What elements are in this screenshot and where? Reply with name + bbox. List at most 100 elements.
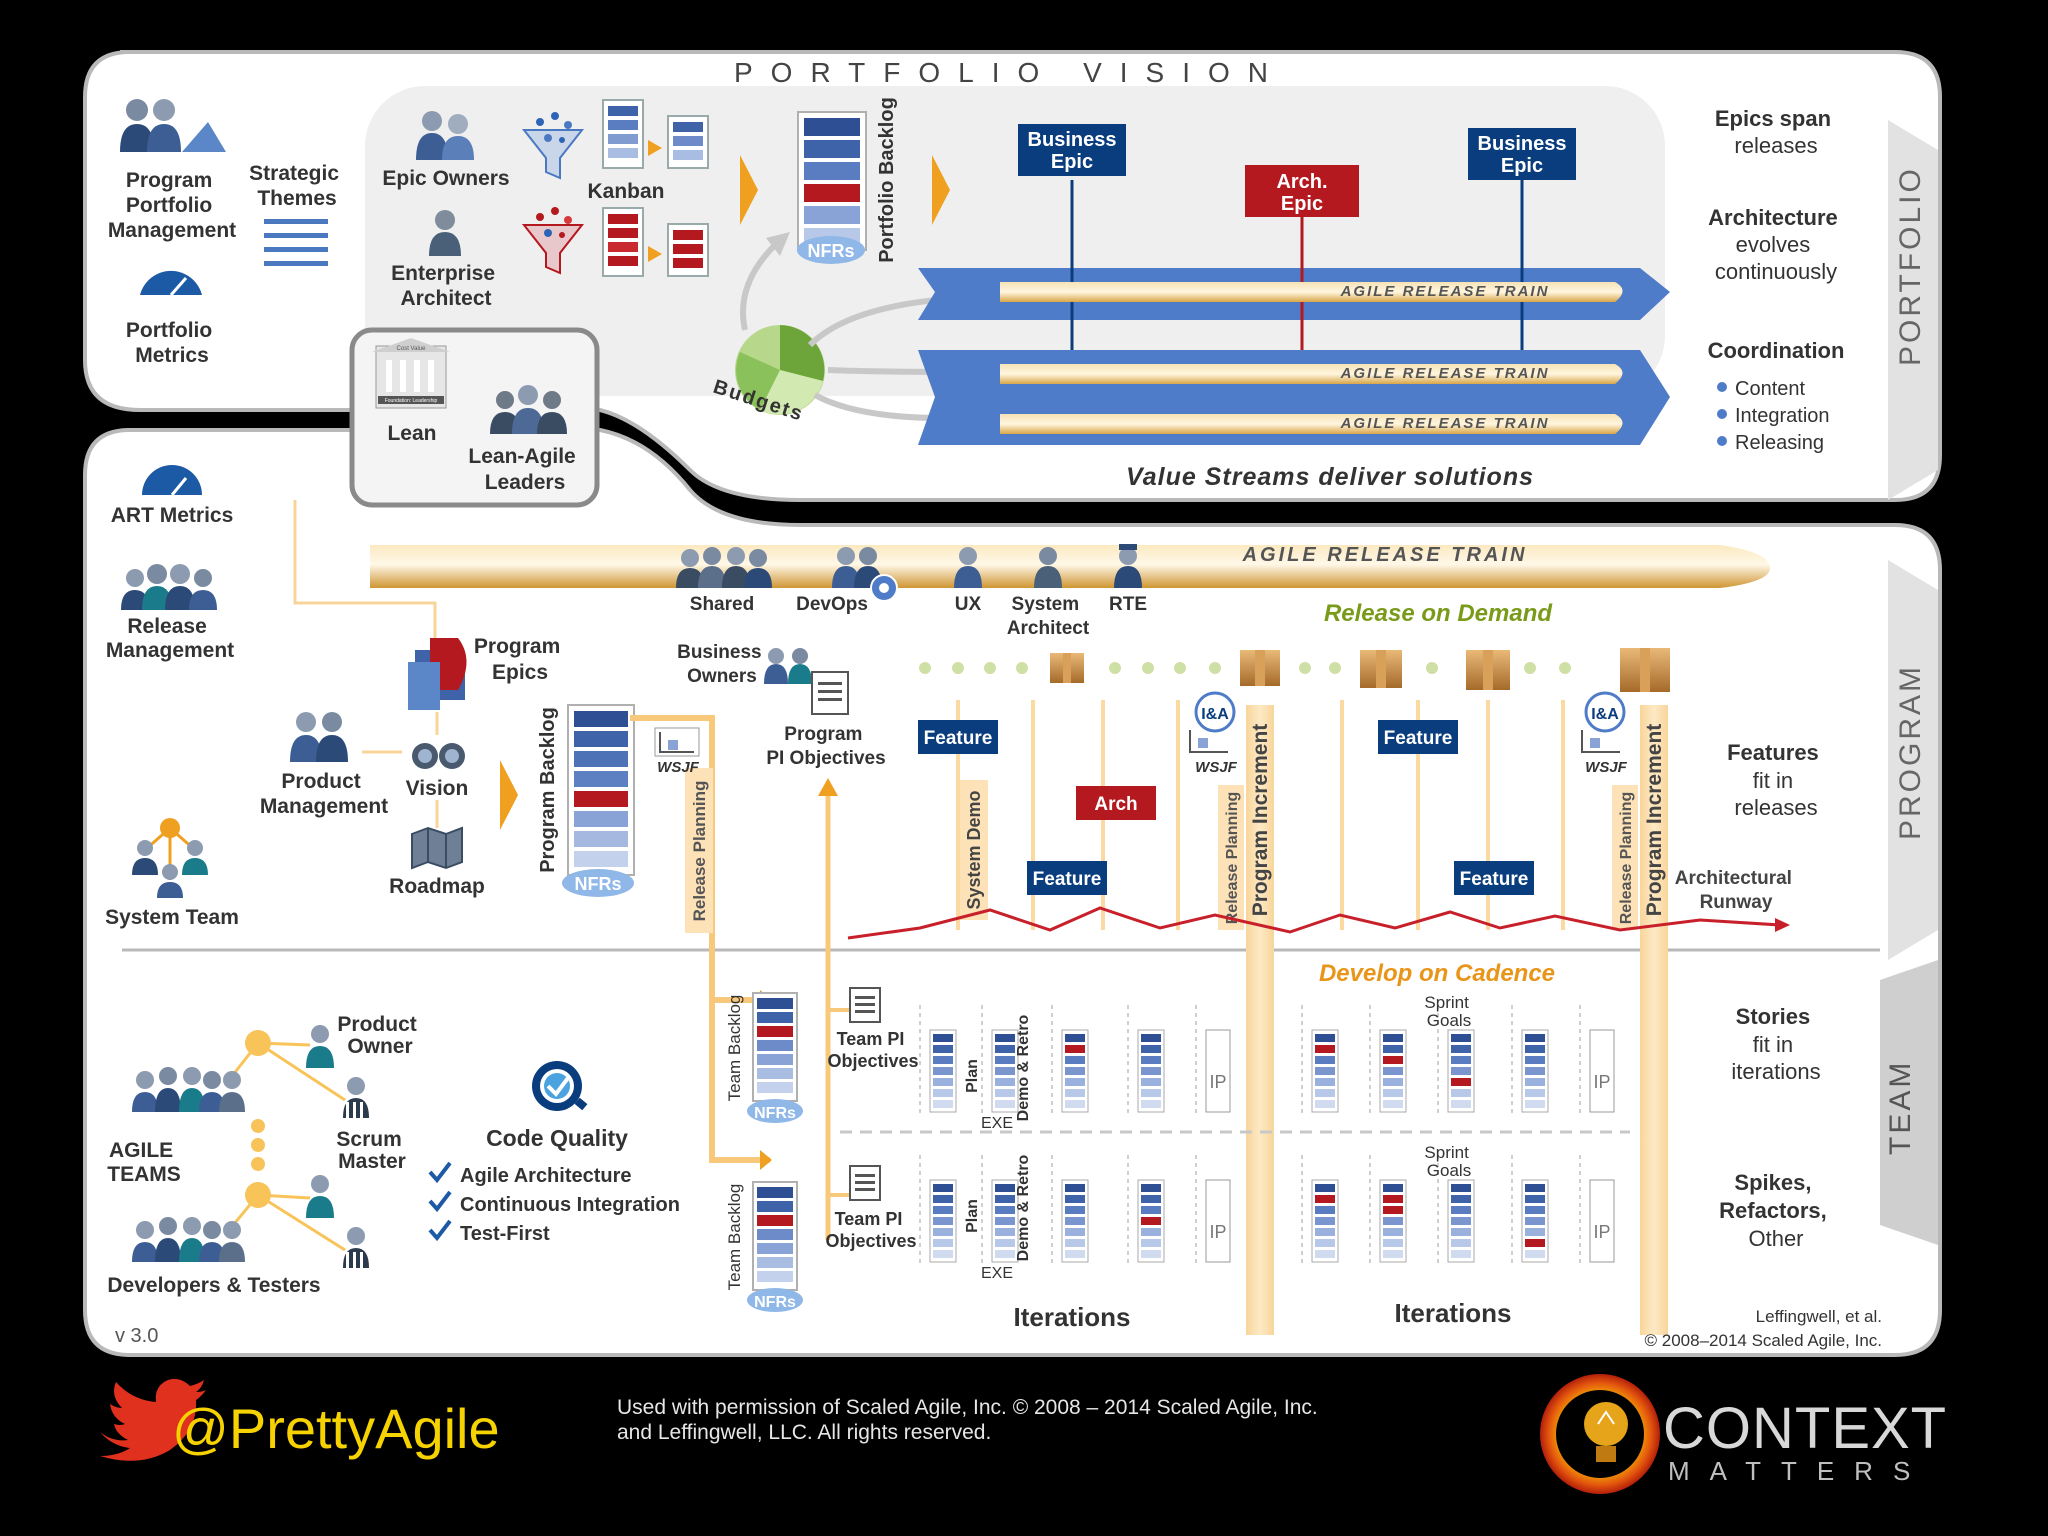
story-card — [1451, 1078, 1471, 1086]
svg-text:WSJF: WSJF — [1585, 759, 1628, 776]
story-card — [1383, 1100, 1403, 1108]
portfolio-backlog-label: Portfolio Backlog — [876, 97, 898, 263]
exe-label: EXE — [981, 1115, 1013, 1132]
story-card — [995, 1045, 1015, 1053]
plan-label: Plan — [964, 1059, 981, 1093]
train-bars — [1000, 282, 1623, 434]
feature-card: Feature — [1454, 861, 1534, 895]
story-card — [1525, 1250, 1545, 1258]
program-increment-label: Program Increment — [1643, 724, 1666, 917]
people-icon — [121, 564, 217, 610]
release-dot — [1329, 662, 1341, 674]
story-card — [933, 1206, 953, 1214]
product-management: Product Management — [260, 770, 388, 818]
story-card — [1065, 1034, 1085, 1042]
story-card — [1065, 1184, 1085, 1192]
story-card — [1065, 1228, 1085, 1236]
release-management: Release Management — [106, 615, 234, 662]
spikes-note: Spikes, Refactors, Other — [1719, 1170, 1833, 1251]
story-card — [1315, 1239, 1335, 1247]
exe-label: EXE — [981, 1265, 1013, 1282]
story-card — [1383, 1217, 1403, 1225]
svg-text:Feature: Feature — [1384, 728, 1453, 749]
matters-brand: MATTERS — [1668, 1456, 1930, 1486]
coordination-heading: Coordination — [1708, 338, 1845, 363]
story-card — [1451, 1250, 1471, 1258]
story-card — [1315, 1045, 1335, 1053]
program-portfolio-management: Program Portfolio Management — [108, 169, 236, 242]
ip-label: IP — [1593, 1072, 1610, 1092]
art-metrics: ART Metrics — [111, 504, 234, 527]
pie-icon — [735, 325, 825, 415]
story-card — [1315, 1078, 1335, 1086]
list-icon — [264, 219, 328, 266]
story-card — [933, 1195, 953, 1203]
coordination-list: Content Integration Releasing — [1717, 378, 1830, 454]
svg-text:AGILE RELEASE TRAIN: AGILE RELEASE TRAIN — [1242, 544, 1528, 566]
story-card — [1383, 1067, 1403, 1075]
story-card — [1141, 1034, 1161, 1042]
story-card — [1383, 1239, 1403, 1247]
checkmark-icon — [532, 1061, 588, 1111]
wsjf-icon: WSJF — [1189, 730, 1238, 776]
chevron-right-icon — [740, 155, 758, 225]
story-card — [1065, 1045, 1085, 1053]
story-card — [995, 1217, 1015, 1225]
story-card — [1141, 1206, 1161, 1214]
svg-text:I&A: I&A — [1591, 706, 1619, 723]
story-card — [1451, 1045, 1471, 1053]
plan-label: Plan — [964, 1199, 981, 1233]
story-card — [1451, 1228, 1471, 1236]
story-card — [1525, 1045, 1545, 1053]
lean-agile-leaders: Lean-Agile Leaders — [468, 445, 581, 494]
story-card — [1451, 1056, 1471, 1064]
story-card — [995, 1056, 1015, 1064]
story-card — [1141, 1195, 1161, 1203]
story-card — [1065, 1089, 1085, 1097]
ip-label: IP — [1593, 1222, 1610, 1242]
story-card — [1065, 1067, 1085, 1075]
nfrs-label: NFRs — [574, 874, 621, 894]
story-card — [1065, 1078, 1085, 1086]
story-card — [1315, 1228, 1335, 1236]
release-dot — [952, 662, 964, 674]
story-card — [1315, 1250, 1335, 1258]
story-card — [933, 1078, 953, 1086]
ia-icon: I&A — [1584, 691, 1626, 733]
art-label: AGILE RELEASE TRAIN — [1340, 415, 1550, 432]
story-card — [1315, 1206, 1335, 1214]
team-pi-objectives: Team PI Objectives — [827, 1029, 918, 1071]
people-icon — [120, 99, 226, 152]
author-credit: Leffingwell, et al. — [1756, 1307, 1882, 1326]
lean-label: Lean — [387, 422, 436, 445]
release-dot — [1016, 662, 1028, 674]
story-card — [1315, 1067, 1335, 1075]
story-card — [1065, 1056, 1085, 1064]
story-card — [1525, 1239, 1545, 1247]
architecture-note: Architecture evolves continuously — [1708, 205, 1844, 284]
document-icon — [849, 987, 881, 1023]
story-card — [1141, 1078, 1161, 1086]
svg-text:I&A: I&A — [1201, 706, 1229, 723]
people-icon — [290, 712, 348, 762]
map-icon — [411, 826, 463, 870]
release-dots — [919, 662, 1571, 674]
story-card — [1315, 1217, 1335, 1225]
program-increment-label: Program Increment — [1249, 724, 1272, 917]
quality-list: Agile Architecture Continuous Integratio… — [428, 1161, 680, 1245]
epic-owners: Epic Owners — [382, 167, 509, 190]
story-card — [1315, 1100, 1335, 1108]
sprint-goals: Sprint Goals — [1424, 993, 1473, 1030]
story-card — [1141, 1045, 1161, 1053]
develop-on-cadence: Develop on Cadence — [1319, 960, 1555, 987]
release-planning-label: Release Planning — [1224, 792, 1241, 925]
version-label: v 3.0 — [115, 1325, 158, 1347]
story-card — [1315, 1195, 1335, 1203]
story-card — [1315, 1056, 1335, 1064]
program-epics: Program Epics — [474, 635, 566, 684]
context-brand: CONTEXT — [1663, 1396, 1947, 1461]
story-card — [933, 1100, 953, 1108]
story-card — [1065, 1217, 1085, 1225]
